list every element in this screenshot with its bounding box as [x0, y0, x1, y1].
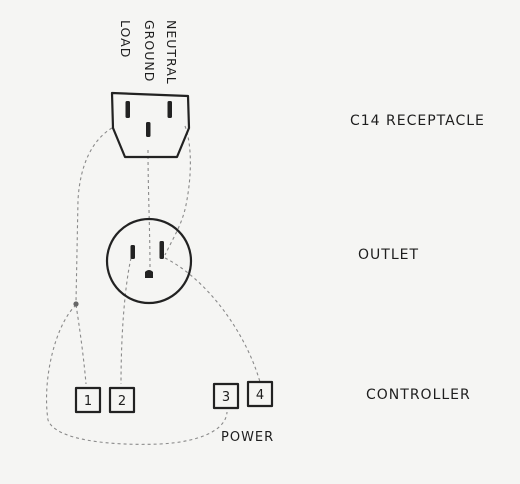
terminal-2: 2: [108, 386, 136, 414]
c14-receptacle: [110, 91, 191, 159]
wire-load: [75, 127, 113, 303]
label-controller: CONTROLLER: [366, 387, 471, 403]
outlet-body: [105, 217, 193, 305]
terminal-2-box: [108, 386, 136, 414]
wire-junction-to-1: [75, 304, 87, 385]
wire-outlet-to-4: [164, 257, 261, 383]
outlet-slot-ground: [145, 270, 153, 278]
controller-terminals: 1 2 3 4: [74, 380, 274, 414]
terminal-4-number: 4: [256, 388, 264, 403]
terminal-1-box: [74, 386, 102, 414]
wire-neutral: [164, 125, 191, 256]
junction-dot: [73, 301, 79, 307]
terminal-3: 3: [212, 382, 240, 410]
outlet: [105, 217, 193, 305]
terminal-3-box: [212, 382, 240, 410]
label-neutral: NEUTRAL: [164, 20, 179, 85]
outlet-slot-neutral: [159, 241, 164, 259]
outlet-slot-load: [130, 245, 135, 259]
terminal-1-number: 1: [84, 394, 92, 409]
terminal-4-box: [246, 380, 274, 408]
wire-outlet-to-2: [120, 257, 132, 385]
wire-ground: [147, 149, 151, 271]
label-c14-receptacle: C14 RECEPTACLE: [350, 113, 485, 129]
terminal-4: 4: [246, 380, 274, 408]
label-ground: GROUND: [142, 20, 157, 82]
label-outlet: OUTLET: [358, 247, 419, 263]
receptacle-pin-ground: [146, 122, 151, 137]
terminal-1: 1: [74, 386, 102, 414]
receptacle-pin-neutral: [167, 101, 172, 118]
terminal-3-number: 3: [222, 390, 230, 405]
label-load: LOAD: [118, 20, 133, 58]
receptacle-pin-load: [125, 101, 130, 118]
wire-power-loop: [45, 304, 228, 445]
pin-labels: NEUTRAL GROUND LOAD: [118, 20, 179, 85]
wires: [45, 125, 261, 445]
terminal-2-number: 2: [118, 394, 126, 409]
label-power: POWER: [221, 430, 274, 445]
receptacle-body: [110, 91, 191, 159]
